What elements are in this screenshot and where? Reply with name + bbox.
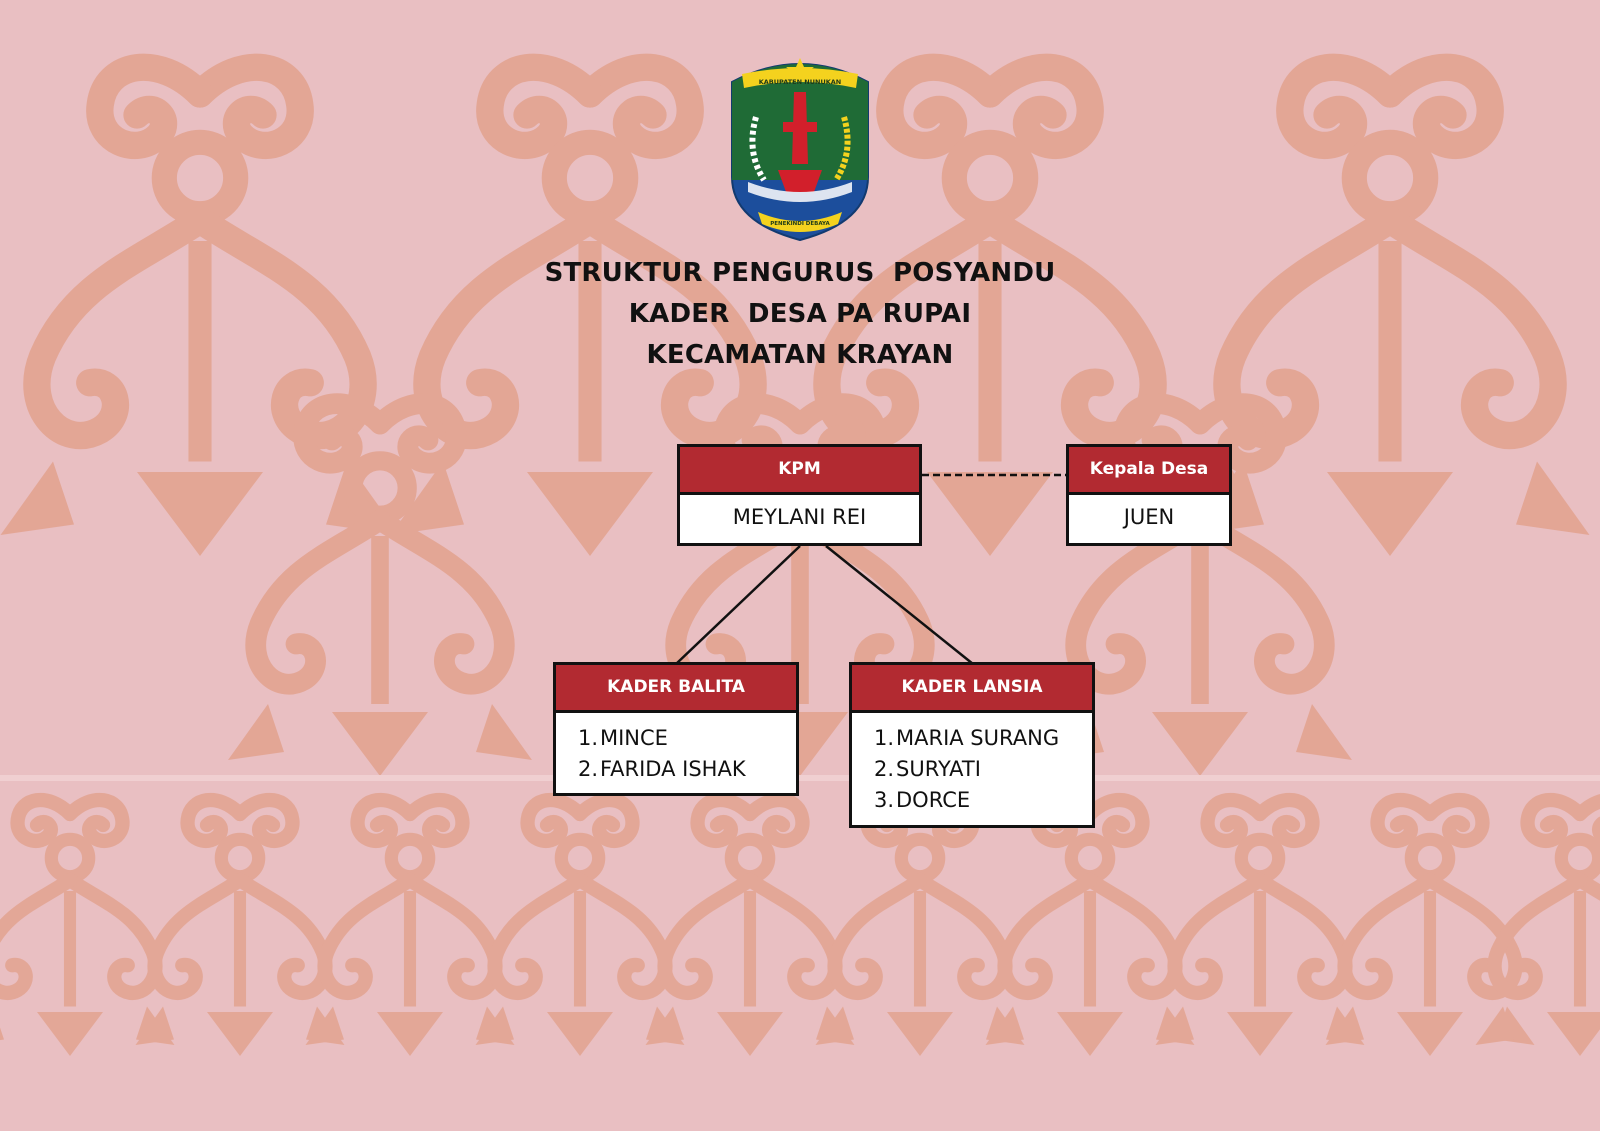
node-kpm: KPM MEYLANI REI bbox=[677, 444, 922, 546]
page-title: STRUKTUR PENGURUS POSYANDU KADER DESA PA… bbox=[400, 253, 1200, 376]
node-kader-lansia: KADER LANSIA 1.MARIA SURANG 2.SURYATI 3.… bbox=[849, 662, 1095, 828]
node-kpm-role: KPM bbox=[680, 447, 919, 495]
title-line-2: KADER DESA PA RUPAI bbox=[628, 299, 972, 329]
list-item: 1.MARIA SURANG bbox=[874, 726, 1060, 750]
kader-balita-member-list: 1.MINCE 2.FARIDA ISHAK bbox=[556, 713, 796, 785]
node-kader-lansia-role: KADER LANSIA bbox=[852, 665, 1092, 713]
node-kader-balita: KADER BALITA 1.MINCE 2.FARIDA ISHAK bbox=[553, 662, 799, 796]
list-item: 3.DORCE bbox=[874, 788, 971, 812]
list-item: 2.FARIDA ISHAK bbox=[578, 757, 746, 781]
node-kpm-name: MEYLANI REI bbox=[732, 505, 867, 529]
node-kader-balita-role: KADER BALITA bbox=[556, 665, 796, 713]
kabupaten-nunukan-emblem: KABUPATEN NUNUKAN PENEKINDI DEBAYA bbox=[731, 58, 869, 242]
title-line-3: KECAMATAN KRAYAN bbox=[646, 340, 954, 370]
kader-lansia-member-list: 1.MARIA SURANG 2.SURYATI 3.DORCE bbox=[852, 713, 1092, 816]
node-kepala-desa-name: JUEN bbox=[1123, 505, 1175, 529]
title-line-1: STRUKTUR PENGURUS POSYANDU bbox=[544, 258, 1056, 288]
emblem-ribbon-top: KABUPATEN NUNUKAN bbox=[759, 78, 842, 86]
emblem-ribbon-bottom: PENEKINDI DEBAYA bbox=[770, 221, 830, 227]
list-item: 1.MINCE bbox=[578, 726, 668, 750]
node-kepala-desa: Kepala Desa JUEN bbox=[1066, 444, 1232, 546]
node-kepala-desa-role: Kepala Desa bbox=[1069, 447, 1229, 495]
list-item: 2.SURYATI bbox=[874, 757, 981, 781]
